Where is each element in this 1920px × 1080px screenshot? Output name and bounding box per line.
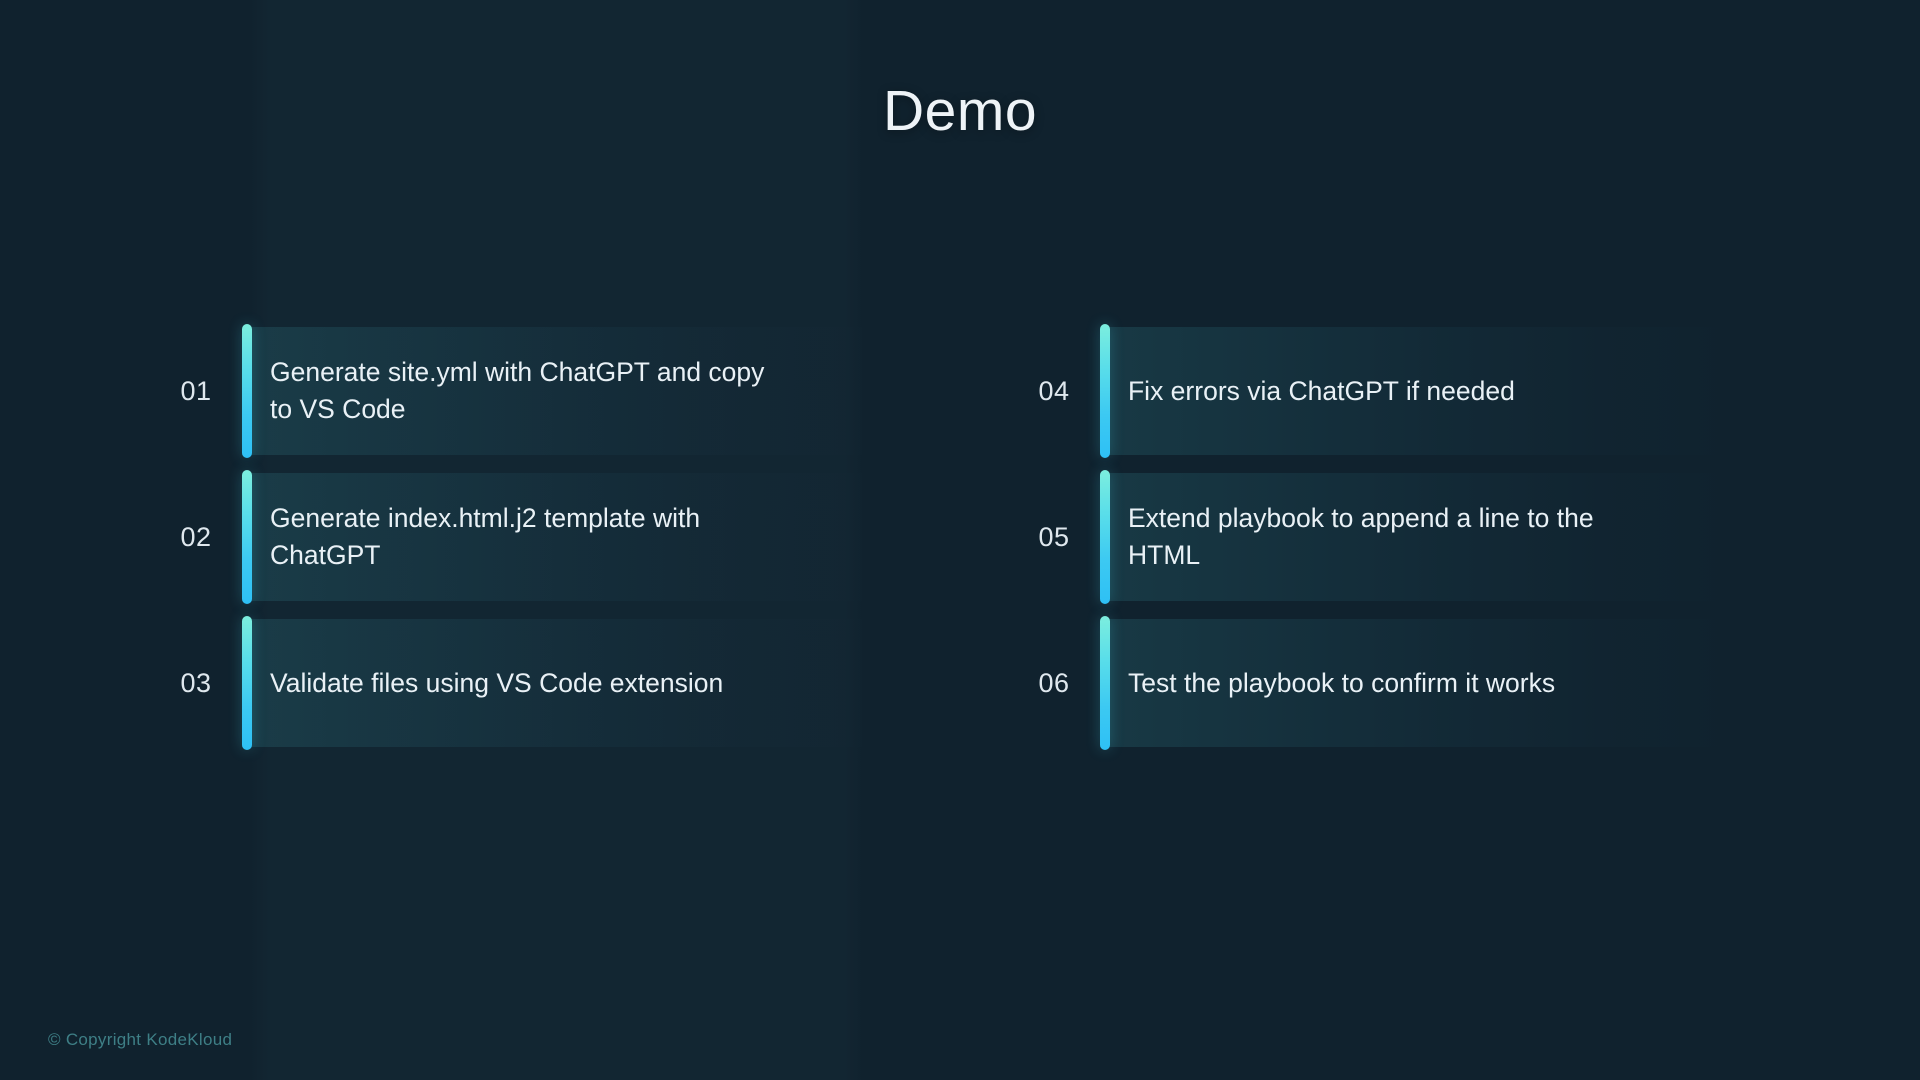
- step-number: 02: [180, 521, 212, 552]
- step-label: Validate files using VS Code extension: [270, 667, 724, 698]
- step-number: 03: [180, 667, 212, 698]
- steps-grid: 01 Generate site.yml with ChatGPT and co…: [150, 318, 1770, 756]
- step-card[interactable]: Test the playbook to confirm it works: [1100, 610, 1770, 756]
- accent-bar: [242, 324, 252, 458]
- accent-bar: [242, 616, 252, 750]
- step-number: 06: [1038, 667, 1070, 698]
- step-item[interactable]: 04 Fix errors via ChatGPT if needed: [1008, 318, 1770, 464]
- accent-bar: [1100, 470, 1110, 604]
- step-card[interactable]: Fix errors via ChatGPT if needed: [1100, 318, 1770, 464]
- copyright-footer: © Copyright KodeKloud: [48, 1030, 233, 1049]
- accent-bar: [242, 470, 252, 604]
- step-card[interactable]: Validate files using VS Code extension: [242, 610, 912, 756]
- step-number: 04: [1038, 375, 1070, 406]
- step-label: Generate index.html.j2 template with Cha…: [270, 503, 701, 570]
- step-number: 01: [180, 375, 212, 406]
- step-item[interactable]: 05 Extend playbook to append a line to t…: [1008, 464, 1770, 610]
- step-item[interactable]: 03 Validate files using VS Code extensio…: [150, 610, 912, 756]
- step-card[interactable]: Extend playbook to append a line to the …: [1100, 464, 1770, 610]
- step-label: Generate site.yml with ChatGPT and copy …: [270, 357, 765, 424]
- step-card[interactable]: Generate index.html.j2 template with Cha…: [242, 464, 912, 610]
- page-title: Demo: [882, 79, 1038, 143]
- step-label: Extend playbook to append a line to the …: [1128, 503, 1594, 570]
- step-item[interactable]: 02 Generate index.html.j2 template with …: [150, 464, 912, 610]
- step-label: Test the playbook to confirm it works: [1128, 667, 1556, 698]
- step-card[interactable]: Generate site.yml with ChatGPT and copy …: [242, 318, 912, 464]
- accent-bar: [1100, 616, 1110, 750]
- accent-bar: [1100, 324, 1110, 458]
- step-label: Fix errors via ChatGPT if needed: [1128, 375, 1515, 406]
- step-item[interactable]: 01 Generate site.yml with ChatGPT and co…: [150, 318, 912, 464]
- step-item[interactable]: 06 Test the playbook to confirm it works: [1008, 610, 1770, 756]
- step-number: 05: [1038, 521, 1070, 552]
